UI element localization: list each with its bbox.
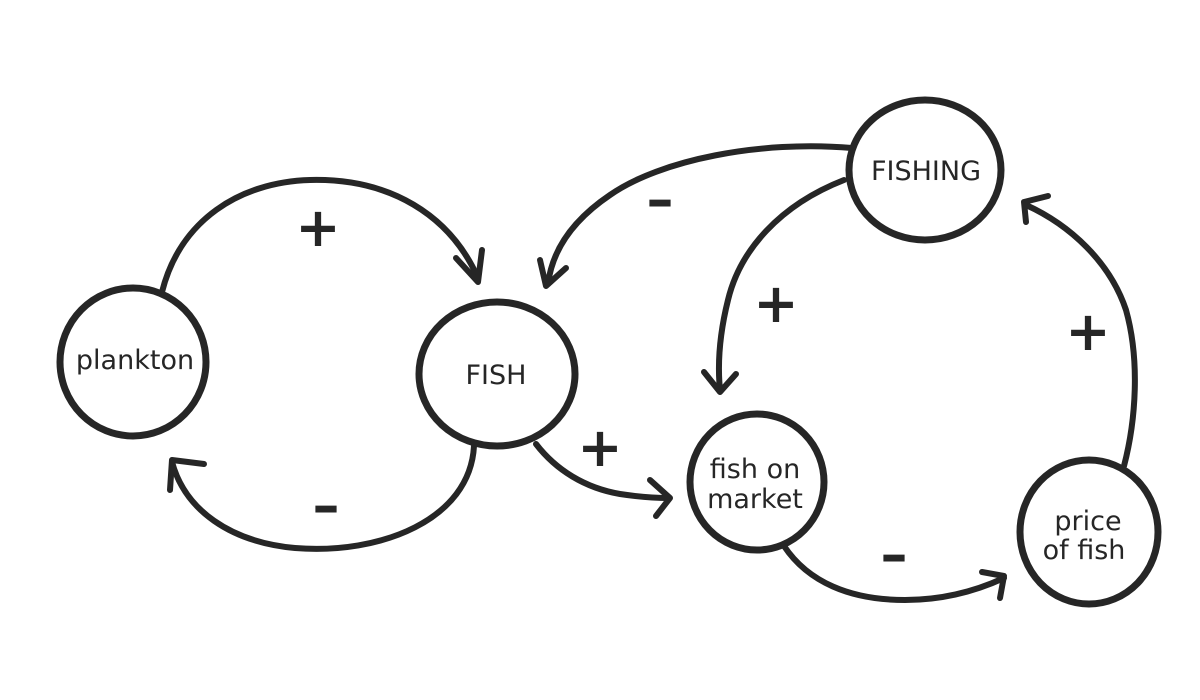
arrowhead [647,477,673,519]
sign-fishing-to-market: + [753,272,798,335]
node-label: FISH [466,360,527,391]
node-fish: FISH [415,298,579,450]
arrowhead [701,369,739,395]
edge-plankton-to-fish [159,176,485,295]
edge-fishing-to-fish [537,143,855,289]
sign-fish-to-market: + [577,416,622,479]
arrowhead [453,247,485,285]
edge-fishing-to-market [701,177,847,395]
sign-market-to-price: – [881,523,908,586]
sign-price-to-fishing: + [1065,300,1110,363]
node-plankton: plankton [56,284,210,440]
node-label-line2: market [707,484,803,515]
arrowhead [537,257,569,289]
edge-price-to-fishing [1021,193,1138,469]
arrowhead [979,569,1007,601]
arrowhead [1021,193,1051,225]
node-label-line2: of fish [1043,535,1126,566]
node-label: FISHING [871,156,981,187]
edge-fish-to-market [533,441,673,519]
arrowhead [167,457,207,493]
sign-fish-to-plankton: – [313,474,340,537]
sign-fishing-to-fish: – [647,168,674,231]
node-label: plankton [76,345,194,376]
edge-market-to-price [781,543,1007,603]
node-fish-on-market: fish on market [686,410,828,554]
node-fishing: FISHING [845,96,1005,244]
node-price-of-fish: price of fish [1016,456,1162,608]
sign-plankton-to-fish: + [295,196,340,259]
edge-fish-to-plankton [167,443,477,552]
node-label-line1: price [1054,506,1121,537]
node-label-line1: fish on [710,454,800,485]
